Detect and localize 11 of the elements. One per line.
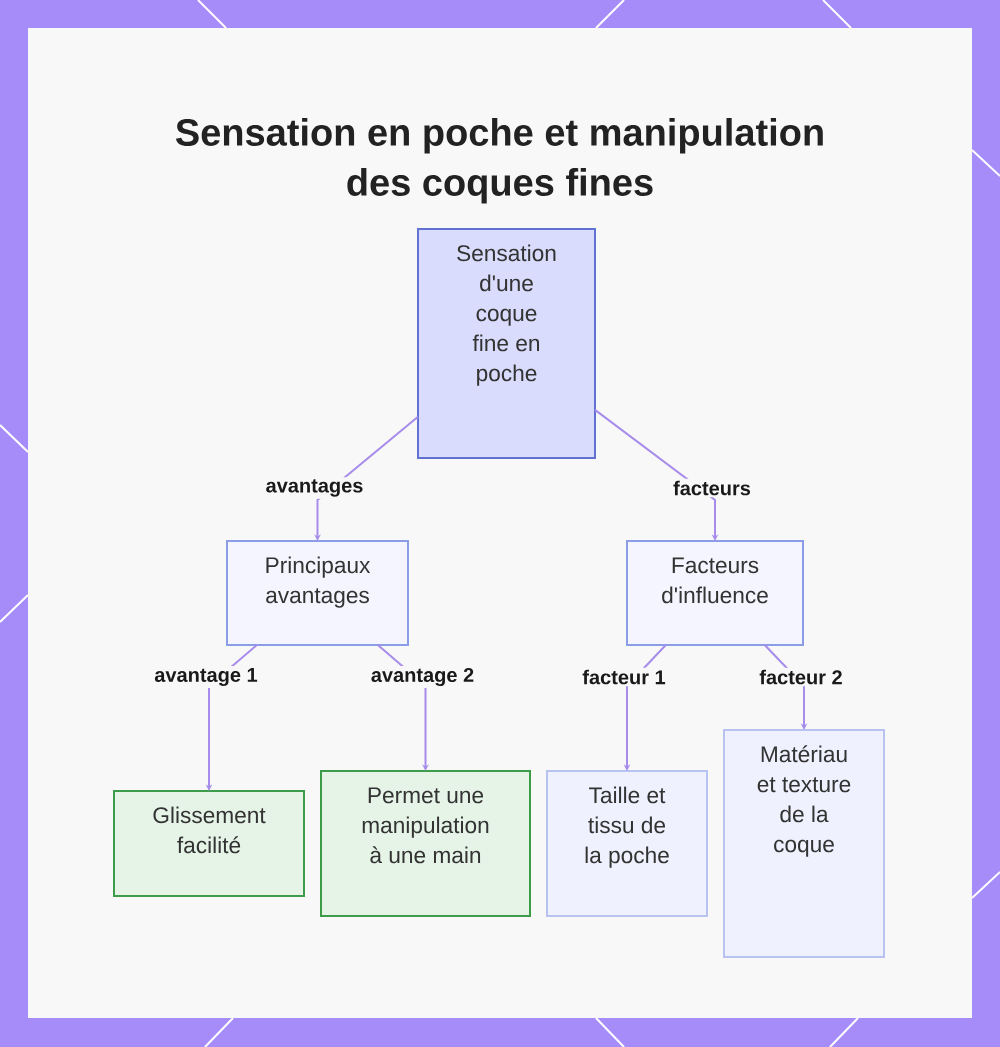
branch-box: Principaux avantages — [226, 540, 409, 646]
leaf-box: Permet une manipulation à une main — [320, 770, 531, 917]
leaf-box: Glissement facilité — [113, 790, 305, 897]
topic-box: Sensation d'une coque fine en poche — [417, 228, 596, 459]
leaf-box: Taille et tissu de la poche — [546, 770, 708, 917]
title: Sensation en poche et manipulation des coques fines — [175, 118, 823, 204]
branch-box: Facteurs d'influence — [626, 540, 804, 646]
leaf-box: Matériau et texture de la coque — [723, 729, 885, 958]
edge-label: avantage 1 — [152, 666, 260, 688]
arrow — [594, 408, 719, 541]
edge-label: avantages — [263, 477, 366, 499]
